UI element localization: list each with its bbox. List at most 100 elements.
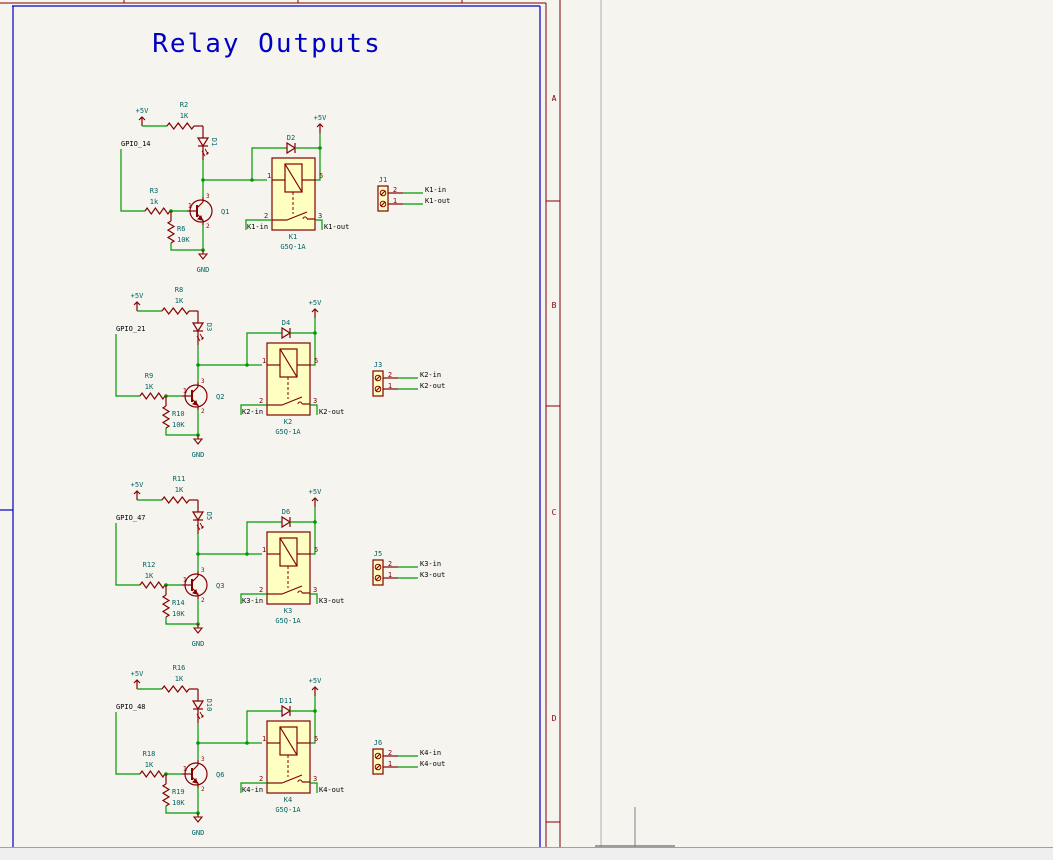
wire [115,712,140,775]
power-label: +5V [309,299,322,307]
zone-label-a: A [552,94,557,103]
led-icon [191,700,205,711]
relay-in-net-label: K1-in [247,223,268,231]
pin-number: 3 [201,567,205,574]
power-arrow-icon [133,301,141,306]
connector-ref: J5 [374,550,382,558]
pin-number: 2 [259,775,263,783]
resistor-value: 1K [175,675,184,683]
relay-in-net-label: K3-in [242,597,263,605]
resistor-icon [161,783,171,807]
transistor-ref: Q6 [216,771,224,779]
pin-number: 2 [201,597,205,604]
resistor-icon [161,685,190,693]
pin-number: 3 [201,378,205,385]
led-ref: D1 [210,138,218,146]
power-label: +5V [136,107,149,115]
resistor-value: 1K [145,761,154,769]
relay-coil-diagonal [284,163,303,193]
gpio-net-label: GPIO_14 [121,140,151,148]
gpio-net-label: GPIO_47 [116,514,146,522]
emitter-arrow-icon [197,215,203,221]
resistor-icon [161,594,171,618]
transistor-ref: Q2 [216,393,224,401]
pin-number: 1 [388,382,392,390]
power-label: +5V [309,677,322,685]
ground-label: GND [192,829,205,837]
led-icon [196,137,210,148]
pin-number: 2 [201,786,205,793]
wire [310,782,318,793]
hierarchical-sheet-frame [0,5,541,848]
wire [246,521,282,554]
resistor-ref: R19 [172,788,185,796]
power-arrow-icon [311,497,319,502]
relay-switch-icon [286,211,308,221]
power-label: +5V [314,114,327,122]
diode-ref: D4 [282,319,290,327]
pin-number: 1 [183,576,187,584]
screw-terminal-icon [374,385,382,393]
relay-out-net-label: K1-out [324,223,349,231]
resistor-value: 1K [145,383,154,391]
relay-in-net-label: K2-in [242,408,263,416]
led-icon [191,511,205,522]
pin-number: 1 [388,571,392,579]
pin-number: 1 [267,172,271,180]
resistor-ref: R6 [177,225,185,233]
connector-body [377,185,389,212]
resistor-ref: R12 [143,561,156,569]
screw-terminal-icon [379,189,387,197]
ground-icon [192,627,204,634]
wire [165,806,198,814]
transistor-ref: Q1 [221,208,229,216]
screw-terminal-icon [379,200,387,208]
pin-number: 3 [201,756,205,763]
zone-label-b: B [552,301,557,310]
wire [115,334,140,397]
pin-number: 5 [314,735,318,743]
resistor-value: 1K [180,112,189,120]
relay-out-net-label: K2-out [319,408,344,416]
connector-ref: J3 [374,361,382,369]
relay-ref: K2 [284,418,292,426]
led-emission-icon [196,333,204,342]
ground-label: GND [192,640,205,648]
connector-net-label: K3-in [420,560,441,568]
pin-number: 2 [388,560,392,568]
power-arrow-icon [316,123,324,128]
pin-number: 1 [388,760,392,768]
relay-coil-diagonal [279,537,298,567]
screw-slot [375,764,381,770]
pin-number: 2 [264,212,268,220]
ground-icon [197,253,209,260]
resistor-ref: R16 [173,664,186,672]
pin-number: 5 [314,546,318,554]
resistor-value: 10K [172,799,185,807]
pin-number: 2 [388,371,392,379]
screw-slot [380,201,386,207]
ground-label: GND [197,266,210,274]
relay-ref: K1 [289,233,297,241]
diode-ref: D11 [280,697,293,705]
pin-number: 3 [206,193,210,200]
flyback-diode-icon [286,141,297,155]
resistor-ref: R18 [143,750,156,758]
led-ref: D5 [205,512,213,520]
relay-ref: K4 [284,796,292,804]
transistor-collector [196,201,204,209]
pin-number: 5 [319,172,323,180]
resistor-ref: R8 [175,286,183,294]
wire [310,404,318,415]
emitter-arrow-icon [192,589,198,595]
resistor-value: 10K [172,610,185,618]
resistor-value: 10K [172,421,185,429]
resistor-icon [161,496,190,504]
wire [251,147,287,180]
wire [315,219,323,230]
